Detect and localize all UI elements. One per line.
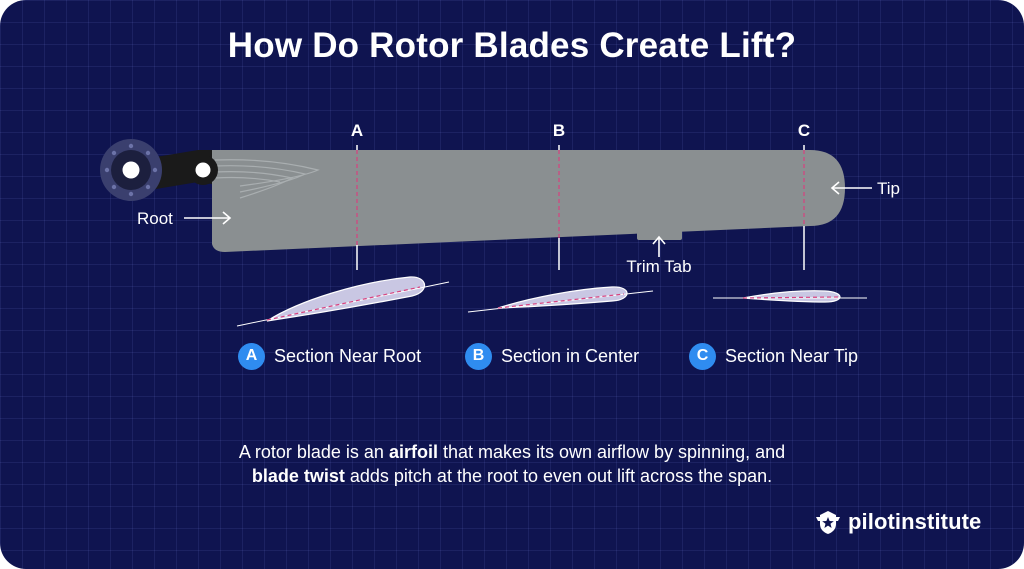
legend-item-c: C Section Near Tip [689, 341, 858, 371]
section-a-marker: A [351, 121, 363, 140]
pilot-institute-logo: pilotinstitute [814, 509, 981, 535]
legend-item-a: A Section Near Root [238, 341, 421, 371]
legend-label-c: Section Near Tip [725, 345, 859, 366]
page-title: How Do Rotor Blades Create Lift? [227, 26, 797, 65]
legend-badge-a: A [238, 342, 265, 370]
trim-tab-label: Trim Tab [626, 257, 691, 276]
trim-tab [637, 228, 682, 240]
caption-airfoil-term: airfoil [388, 442, 438, 462]
legend-badge-b: B [465, 342, 492, 370]
legend-label-a: Section Near Root [274, 345, 422, 366]
tip-label: Tip [877, 179, 900, 198]
root-arrow-icon [184, 211, 232, 225]
rotor-hub [100, 139, 218, 201]
legend-item-b: B Section in Center [465, 341, 639, 371]
root-label: Root [137, 209, 173, 228]
rotor-blade [212, 150, 845, 252]
section-b-marker: B [553, 121, 565, 140]
airfoil-section-c [713, 290, 867, 303]
airfoil-section-b [467, 286, 654, 313]
caption: A rotor blade is an airfoil that makes i… [150, 440, 874, 488]
tip-arrow-icon [830, 181, 872, 195]
logo-wordmark: pilotinstitute [848, 509, 982, 534]
winged-star-icon [816, 511, 840, 534]
caption-line1-post: that makes its own airflow by spinning, … [437, 442, 786, 462]
caption-blade-twist-term: blade twist [251, 466, 345, 486]
section-c-marker: C [798, 121, 810, 140]
caption-line2-post: adds pitch at the root to even out lift … [344, 466, 773, 486]
blade-grip-detail [214, 159, 320, 199]
legend-label-b: Section in Center [501, 345, 640, 366]
caption-line1-pre: A rotor blade is an [238, 442, 389, 462]
legend-badge-c: C [689, 342, 716, 370]
airfoil-section-a [236, 276, 450, 327]
trim-tab-arrow-icon [652, 235, 666, 257]
